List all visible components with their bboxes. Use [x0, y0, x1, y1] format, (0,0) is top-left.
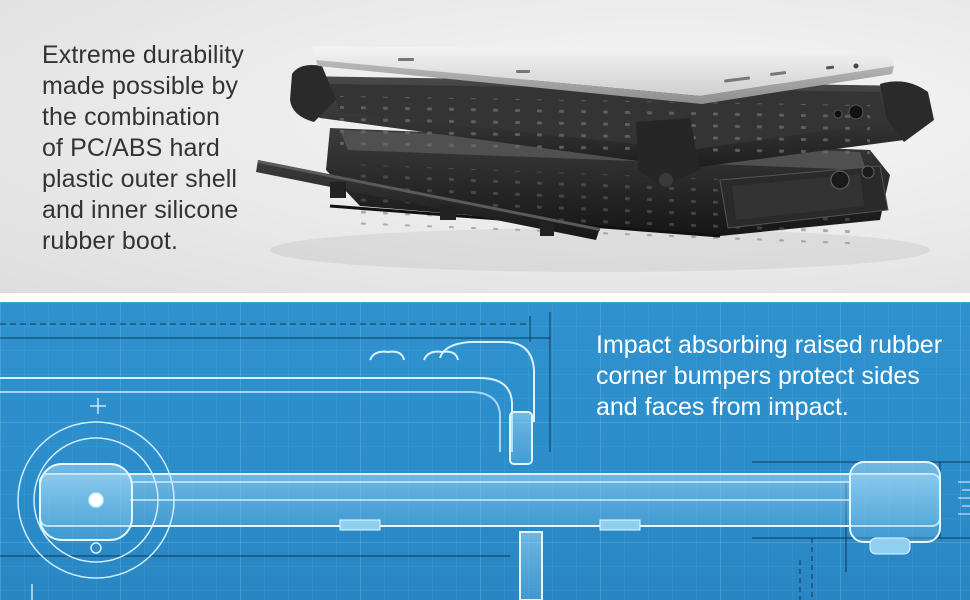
silicone-boot-icon — [290, 65, 934, 187]
bumper-caption-line: corner bumpers protect sides — [596, 362, 920, 390]
durability-caption: Extreme durability made possible by the … — [42, 40, 272, 257]
case-bumper-blueprint-icon — [0, 302, 970, 600]
bumper-blueprint-panel: Impact absorbing raised rubber corner bu… — [0, 302, 970, 600]
durability-caption-line: and inner silicone — [42, 196, 239, 224]
tablet-case-exploded-view-icon — [256, 46, 934, 272]
durability-caption-line: Extreme durability — [42, 41, 244, 69]
durability-caption-line: of PC/ABS hard — [42, 134, 220, 162]
durability-caption-line: plastic outer shell — [42, 165, 238, 193]
durability-panel: Extreme durability made possible by the … — [0, 0, 970, 293]
durability-caption-line: the combination — [42, 103, 221, 131]
bumper-caption: Impact absorbing raised rubber corner bu… — [596, 330, 966, 423]
bumper-caption-line: Impact absorbing raised rubber — [596, 331, 943, 359]
bumper-caption-line: and faces from impact. — [596, 393, 849, 421]
panel-divider — [0, 293, 970, 302]
side-rail-icon — [256, 160, 600, 240]
durability-caption-line: rubber boot. — [42, 227, 179, 255]
durability-caption-line: made possible by — [42, 72, 239, 100]
tablet-icon — [312, 46, 894, 104]
